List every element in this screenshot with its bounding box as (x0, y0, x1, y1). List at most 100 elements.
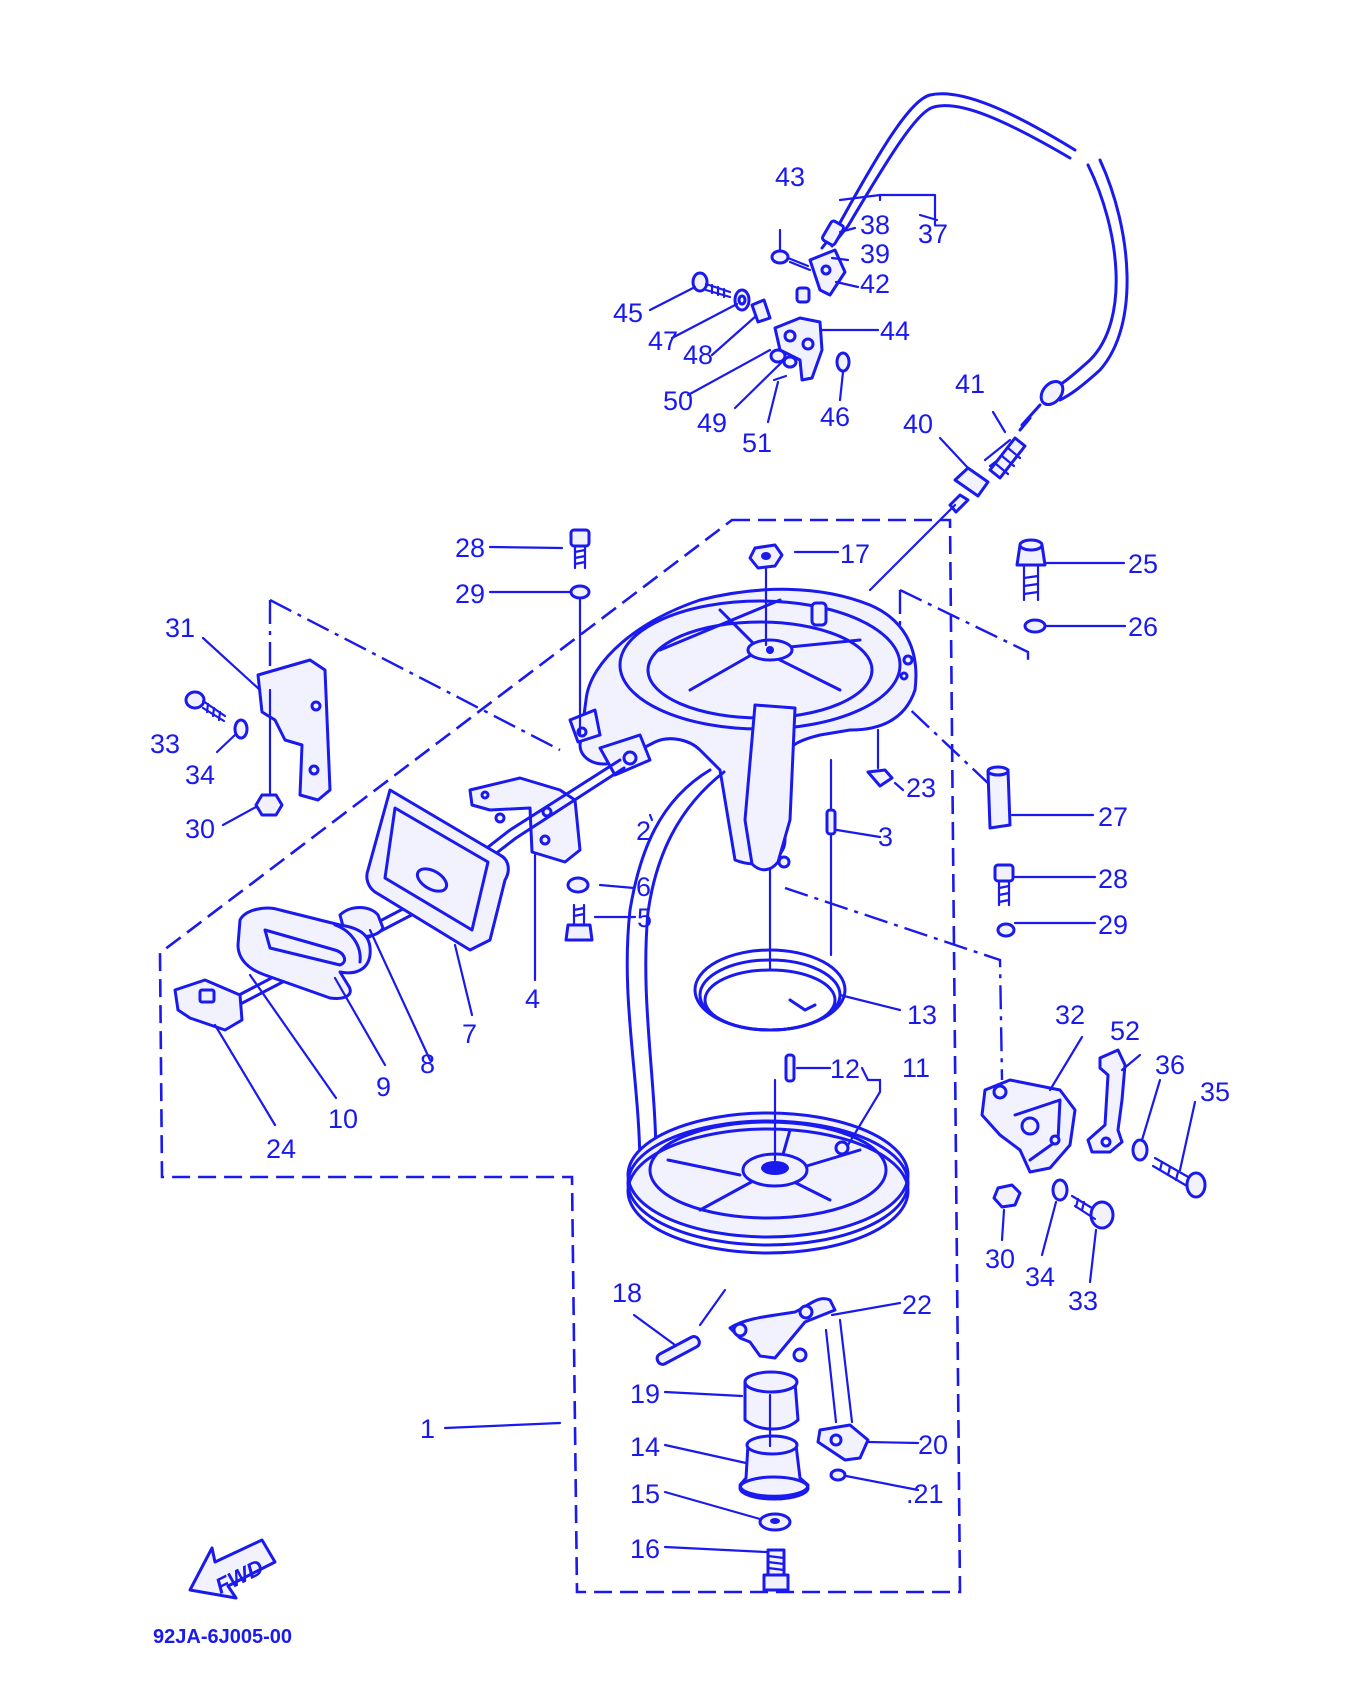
callout-1: 1 (420, 1414, 435, 1444)
right-washer-36 (1131, 1138, 1149, 1162)
drawing-code: 92JA-6J005-00 (153, 1626, 292, 1648)
callout-12: 12 (830, 1054, 860, 1084)
left-bracket-nut (254, 793, 284, 817)
drive-plate (738, 1434, 810, 1501)
callout-27: 27 (1098, 802, 1128, 832)
callout-14: 14 (630, 1432, 660, 1462)
callout-33a: 33 (150, 729, 180, 759)
callout-43: 43 (775, 162, 805, 192)
callout-23: 23 (906, 773, 936, 803)
callout-35: 35 (1200, 1077, 1230, 1107)
callout-51: 51 (742, 428, 772, 458)
callout-52: 52 (1110, 1016, 1140, 1046)
callout-22: 22 (902, 1290, 932, 1320)
right-washer-34 (1051, 1178, 1069, 1202)
callout-24: 24 (266, 1134, 296, 1164)
case-bolt-5 (564, 903, 594, 942)
fwd-direction-arrow: FWD (188, 1538, 277, 1600)
callout-29a: 29 (455, 579, 485, 609)
starter-case (568, 587, 918, 872)
assembly-boundary (158, 518, 962, 1594)
callout-45: 45 (613, 298, 643, 328)
rope-seal (365, 788, 510, 952)
callout-30a: 30 (185, 814, 215, 844)
callout-15: 15 (630, 1479, 660, 1509)
callout-5: 5 (637, 903, 652, 933)
callout-labels: 1 2 3 4 5 6 7 8 9 10 11 12 13 14 15 16 1… (150, 162, 1230, 1564)
rope-guide-bracket (468, 776, 582, 864)
left-bracket (256, 658, 332, 802)
callout-34a: 34 (185, 760, 215, 790)
callout-34b: 34 (1025, 1262, 1055, 1292)
sheave-drum (626, 1078, 910, 1255)
callout-20: 20 (918, 1430, 948, 1460)
ratchet-parts (655, 1288, 837, 1366)
callout-47: 47 (648, 326, 678, 356)
right-bolt (993, 863, 1015, 907)
callout-6: 6 (636, 872, 651, 902)
starter-handle (236, 906, 372, 1000)
right-washer (996, 922, 1016, 938)
callout-30b: 30 (985, 1244, 1015, 1274)
callout-9: 9 (376, 1072, 391, 1102)
callout-3: 3 (878, 822, 893, 852)
right-bolt-35 (1151, 1156, 1207, 1199)
callout-28b: 28 (1098, 864, 1128, 894)
callout-46: 46 (820, 402, 850, 432)
callout-48: 48 (683, 340, 713, 370)
leader-lines (201, 193, 1197, 1554)
top-right-bolt (1015, 538, 1047, 602)
callout-33b: 33 (1068, 1286, 1098, 1316)
top-left-bolt (569, 528, 591, 570)
case-pin-23 (866, 768, 894, 788)
callout-44: 44 (880, 316, 910, 346)
collar-27 (986, 765, 1012, 830)
callout-8: 8 (420, 1049, 435, 1079)
cable-end-fittings (808, 219, 847, 297)
plate-washer (758, 1512, 792, 1532)
callout-26: 26 (1128, 612, 1158, 642)
center-bush (743, 1370, 800, 1431)
callout-17: 17 (840, 539, 870, 569)
stopper-plate (816, 1318, 870, 1482)
callout-37: 37 (918, 219, 948, 249)
callout-31: 31 (165, 613, 195, 643)
cable-joint (868, 436, 1027, 592)
callout-2: 2 (636, 816, 651, 846)
right-nut-30 (992, 1183, 1022, 1209)
callout-11: 11 (902, 1053, 930, 1083)
right-bolt-33 (1070, 1194, 1115, 1230)
left-bracket-bolt (184, 690, 227, 723)
callout-39: 39 (860, 239, 890, 269)
callout-32: 32 (1055, 1000, 1085, 1030)
top-right-washer (1023, 618, 1047, 634)
center-bolt (762, 1548, 790, 1592)
callout-28a: 28 (455, 533, 485, 563)
callout-42: 42 (860, 269, 890, 299)
callout-13: 13 (907, 1000, 937, 1030)
callout-50: 50 (663, 386, 693, 416)
top-left-washer (569, 584, 591, 600)
callout-25: 25 (1128, 549, 1158, 579)
callout-49: 49 (697, 408, 727, 438)
case-pin-3 (825, 808, 837, 836)
callout-21: .21 (906, 1479, 944, 1509)
top-nut (748, 543, 784, 647)
callout-4: 4 (525, 984, 540, 1014)
callout-18: 18 (612, 1278, 642, 1308)
callout-16: 16 (630, 1534, 660, 1564)
callout-7: 7 (462, 1019, 477, 1049)
handle-clip (173, 978, 244, 1032)
left-bracket-washer (233, 718, 249, 740)
callout-19: 19 (630, 1379, 660, 1409)
right-bracket (980, 1078, 1077, 1174)
callout-41: 41 (955, 369, 985, 399)
case-washer-6 (566, 876, 590, 894)
callout-10: 10 (328, 1104, 358, 1134)
callout-29b: 29 (1098, 910, 1128, 940)
callout-38: 38 (860, 210, 890, 240)
callout-36: 36 (1155, 1050, 1185, 1080)
callout-40: 40 (903, 409, 933, 439)
spring-pin (784, 1053, 796, 1083)
